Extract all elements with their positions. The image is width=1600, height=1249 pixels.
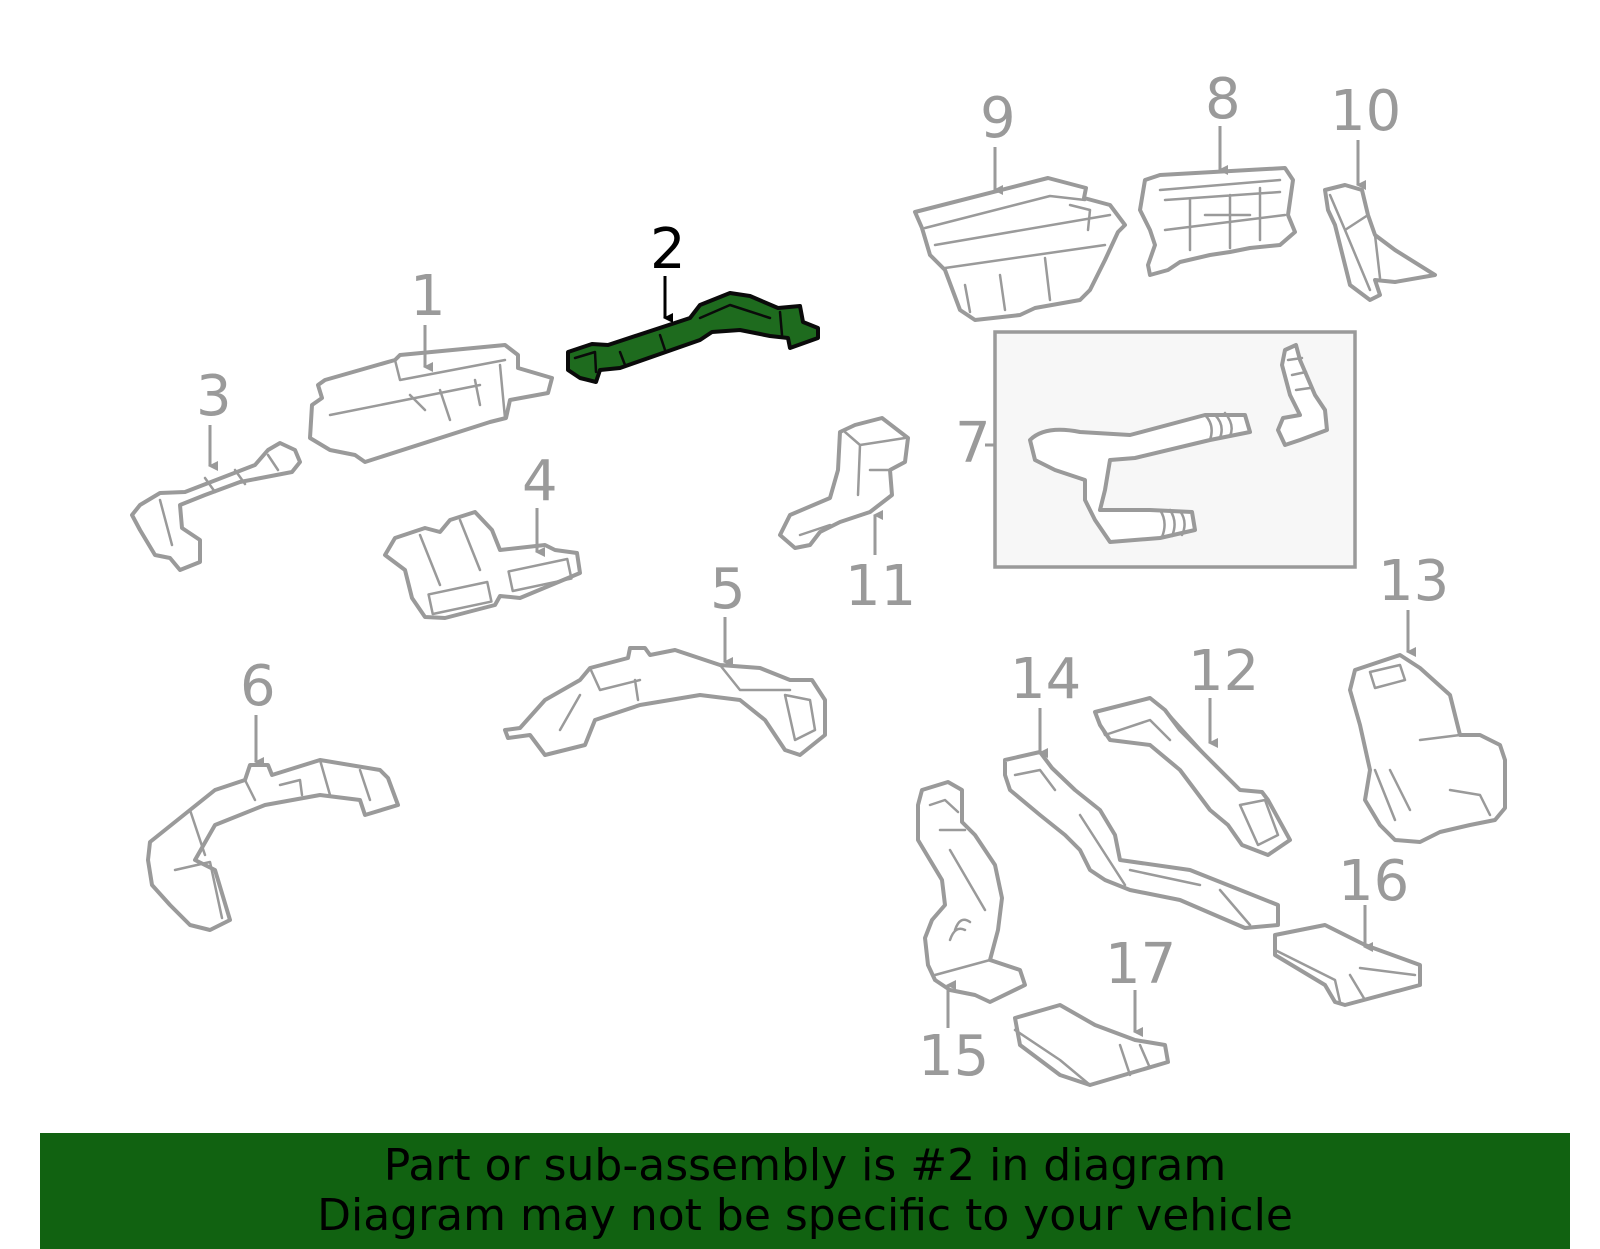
callout-label: 6 [240, 654, 276, 719]
info-banner: Part or sub-assembly is #2 in diagram Di… [40, 1133, 1570, 1249]
callout-label: 2 [650, 217, 686, 282]
callout-label: 5 [710, 557, 746, 622]
callout-label: 10 [1330, 79, 1401, 144]
part-10[interactable] [1323, 183, 1437, 302]
part-9[interactable] [913, 176, 1127, 322]
callout-label: 11 [845, 554, 916, 619]
callout-label: 17 [1105, 932, 1176, 997]
callout-label: 1 [410, 264, 446, 329]
callout-label: 7 [955, 411, 991, 476]
callout-label: 15 [918, 1024, 989, 1089]
part-6[interactable] [146, 758, 400, 932]
part-8[interactable] [1138, 166, 1297, 277]
part-5[interactable] [503, 646, 827, 757]
part-4[interactable] [383, 510, 582, 620]
banner-line-2: Diagram may not be specific to your vehi… [317, 1190, 1293, 1241]
part-2-highlighted[interactable] [566, 291, 820, 384]
part-12[interactable] [1093, 696, 1292, 857]
part-11[interactable] [778, 416, 910, 550]
callout-label: 8 [1205, 67, 1241, 132]
callout-label: 4 [522, 449, 558, 514]
part-3[interactable] [130, 441, 302, 572]
callout-label: 12 [1188, 639, 1259, 704]
callout-label: 13 [1378, 549, 1449, 614]
part-1[interactable] [308, 343, 554, 464]
part-13[interactable] [1348, 653, 1507, 844]
callout-label: 14 [1010, 647, 1081, 712]
callout-label: 16 [1338, 849, 1409, 914]
part-14[interactable] [1003, 750, 1280, 930]
part-7-assembly-box[interactable] [993, 330, 1357, 569]
callout-label: 3 [196, 364, 232, 429]
callout-label: 9 [980, 86, 1016, 151]
part-15[interactable] [916, 780, 1027, 1004]
banner-line-1: Part or sub-assembly is #2 in diagram [383, 1140, 1227, 1191]
part-16[interactable] [1273, 923, 1422, 1007]
part-17[interactable] [1013, 1003, 1170, 1087]
